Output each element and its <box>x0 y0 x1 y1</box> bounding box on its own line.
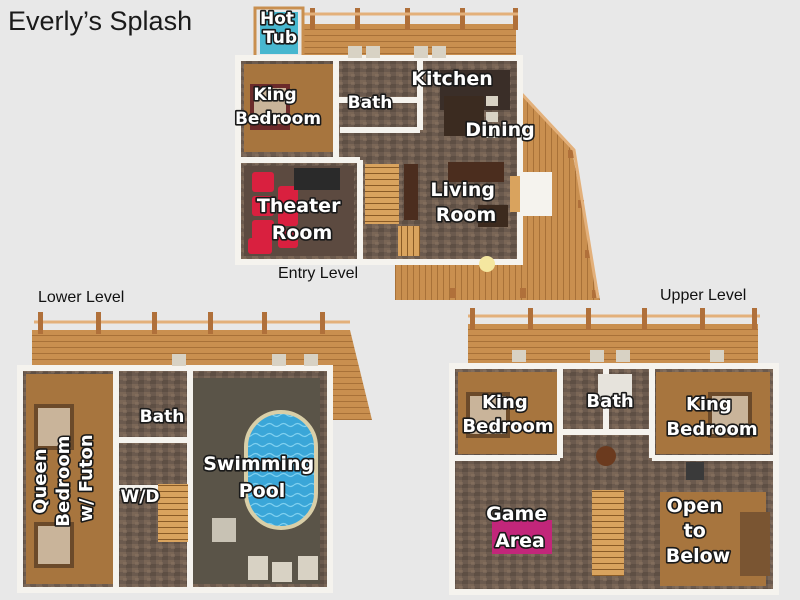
lower-deck <box>32 330 372 420</box>
entry-level-plan <box>235 6 600 300</box>
living-table <box>478 205 508 227</box>
theater-seats <box>248 172 298 254</box>
living-sofa-left <box>404 164 418 220</box>
entry-stairs-landing <box>398 226 420 256</box>
upper-king-left-linen <box>470 396 506 434</box>
theater-screen <box>294 168 340 190</box>
entry-bench <box>510 176 520 212</box>
entry-level-label: Entry Level <box>278 265 359 282</box>
upper-chair <box>686 462 704 480</box>
dining-chairs <box>486 96 498 138</box>
entry-door-mat <box>479 256 495 272</box>
dining-table <box>444 96 484 136</box>
living-sofa-top <box>448 162 504 182</box>
upper-level-label: Upper Level <box>660 287 747 304</box>
entry-deck-right-posts <box>450 150 598 298</box>
label-upper-king-left: King Bedroom <box>462 392 553 437</box>
hot-tub <box>260 12 298 54</box>
game-table <box>492 520 552 554</box>
deck-chairs-entry <box>348 46 446 58</box>
label-washer-dryer: W/D <box>120 487 159 507</box>
entry-deck-table <box>520 172 552 216</box>
upper-king-right-linen <box>712 396 748 434</box>
upper-deck <box>468 324 758 366</box>
label-game-area: Game Area <box>486 503 554 552</box>
entry-deck-rail-posts <box>310 8 518 30</box>
label-kitchen: Kitchen <box>411 68 493 90</box>
entry-deck-right <box>395 90 600 300</box>
entry-deck-right-rail <box>518 90 600 299</box>
label-living-room: Living Room <box>430 179 501 226</box>
label-theater-room: Theater Room <box>257 195 347 244</box>
futon-linen <box>38 526 70 564</box>
open-to-below-void <box>740 512 770 576</box>
label-dining: Dining <box>465 119 534 141</box>
lower-deck-posts <box>38 312 325 334</box>
room-labels: Hot Tub King Bedroom Bath Kitchen Dining… <box>28 7 759 568</box>
lower-level-label: Lower Level <box>38 289 125 306</box>
label-hot-tub: Hot Tub <box>260 9 300 48</box>
entry-king-bed-linen <box>254 88 286 124</box>
pool-chair <box>212 518 236 542</box>
upper-level-plan <box>449 308 779 595</box>
label-lower-bath: Bath <box>140 407 185 427</box>
property-title: Everly’s Splash <box>8 6 193 36</box>
lower-stairs <box>158 484 188 542</box>
entry-walls <box>235 55 523 265</box>
label-entry-bath: Bath <box>348 93 393 113</box>
upper-stairs <box>592 490 624 576</box>
pool-lounge-chairs <box>248 556 318 582</box>
lower-walls <box>17 365 333 593</box>
queen-bed-linen <box>38 408 70 446</box>
lower-level-plan <box>17 312 372 593</box>
swimming-pool <box>244 410 318 530</box>
label-upper-bath: Bath <box>586 391 633 412</box>
upper-walls <box>449 363 779 595</box>
label-upper-king-right: King Bedroom <box>666 394 757 440</box>
label-open-to-below: Open to Below <box>666 495 731 567</box>
upper-bath-fixtures <box>598 374 632 404</box>
label-swimming-pool: Swimming Pool <box>203 453 321 502</box>
upper-round-table <box>596 446 616 466</box>
upper-deck-posts <box>470 308 757 330</box>
upper-deck-chairs <box>512 350 724 362</box>
label-queen-bedroom-futon: Queen Bedroom w/ Futon <box>30 429 97 526</box>
lower-deck-chairs <box>172 354 318 366</box>
label-entry-king-bedroom: King Bedroom <box>235 85 321 129</box>
entry-stairs <box>365 164 399 224</box>
